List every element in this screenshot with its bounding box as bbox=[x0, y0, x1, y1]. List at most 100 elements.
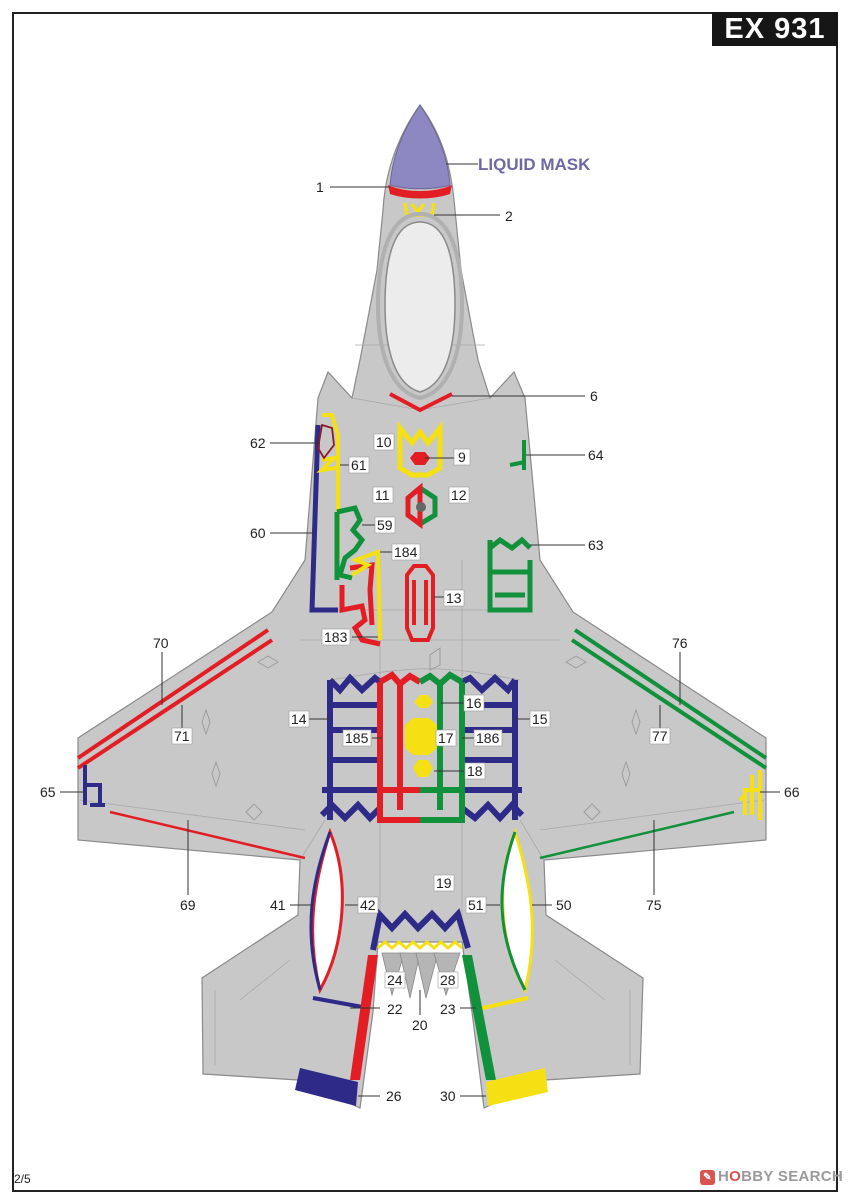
mask-28-green-strip bbox=[462, 955, 496, 1080]
mask-15-blue-right bbox=[460, 673, 525, 823]
callout-18: 18 bbox=[467, 763, 483, 779]
callout-70: 70 bbox=[153, 635, 169, 651]
mask-16-yellow-hex bbox=[414, 695, 433, 708]
callout-60: 60 bbox=[250, 525, 266, 541]
mask-184-yellow bbox=[350, 549, 382, 641]
mask-24-red-strip bbox=[350, 955, 378, 1080]
callout-2: 2 bbox=[505, 208, 513, 224]
callout-185: 185 bbox=[345, 730, 369, 746]
mask-22-blue-strip bbox=[312, 996, 369, 1010]
mask-19-blue-zigzag bbox=[370, 908, 471, 951]
mask-69-red-trailing-edge bbox=[109, 810, 306, 860]
callout-71: 71 bbox=[174, 728, 190, 744]
sensor-icon bbox=[416, 502, 426, 512]
callout-186: 186 bbox=[476, 730, 500, 746]
mask-60-blue-strip bbox=[309, 424, 338, 613]
brand-suffix: SEARCH bbox=[777, 1168, 844, 1185]
mask-26-blue-block bbox=[295, 1068, 358, 1106]
callout-76: 76 bbox=[672, 635, 688, 651]
callout-1: 1 bbox=[316, 179, 324, 195]
mask-50-right-door-edge bbox=[500, 831, 527, 991]
brand-o: O bbox=[729, 1168, 742, 1185]
mask-63-green bbox=[487, 536, 533, 613]
callout-22: 22 bbox=[387, 1001, 403, 1017]
mask-20-yellow-zigzag bbox=[377, 940, 463, 950]
exhaust-nozzle bbox=[381, 952, 461, 999]
brand-prefix: H bbox=[718, 1168, 730, 1185]
mask-186-green bbox=[418, 671, 465, 823]
callout-61: 61 bbox=[351, 457, 367, 473]
callout-64: 64 bbox=[588, 447, 604, 463]
callout-65: 65 bbox=[40, 784, 56, 800]
brand-mid: BBY bbox=[741, 1168, 774, 1185]
callout-17: 17 bbox=[438, 730, 454, 746]
callout-28: 28 bbox=[440, 972, 456, 988]
mask-76-77-green-leading-edge bbox=[570, 628, 768, 770]
callout-183: 183 bbox=[324, 629, 348, 645]
callout-14: 14 bbox=[291, 711, 307, 727]
mask-9-red-hex bbox=[410, 452, 430, 465]
mask-185-red bbox=[377, 671, 422, 823]
page-frame bbox=[12, 12, 838, 1192]
callout-51: 51 bbox=[468, 897, 484, 913]
mask-1-red-strip bbox=[388, 185, 452, 199]
mask-64-green-tick bbox=[509, 440, 526, 470]
liquid-mask-radome bbox=[389, 104, 451, 190]
callout-30: 30 bbox=[440, 1088, 456, 1104]
callout-12: 12 bbox=[451, 487, 467, 503]
canopy bbox=[384, 221, 456, 393]
callout-6: 6 bbox=[590, 388, 598, 404]
callout-15: 15 bbox=[532, 711, 548, 727]
callout-59: 59 bbox=[377, 517, 393, 533]
liquid-mask-label: LIQUID MASK bbox=[478, 155, 591, 174]
callout-26: 26 bbox=[386, 1088, 402, 1104]
mask-66-yellow-wingtip bbox=[738, 770, 762, 820]
mask-10-yellow-chevron bbox=[397, 420, 443, 478]
mask-183-red bbox=[339, 562, 381, 647]
callout-9: 9 bbox=[458, 449, 466, 465]
callout-77: 77 bbox=[652, 728, 668, 744]
callout-42: 42 bbox=[360, 897, 376, 913]
callout-24: 24 bbox=[387, 972, 403, 988]
page-number: 2/5 bbox=[14, 1172, 31, 1186]
mask-13-red-outline bbox=[405, 564, 435, 642]
callout-13: 13 bbox=[446, 590, 462, 606]
callout-11: 11 bbox=[375, 487, 390, 503]
callout-69: 69 bbox=[180, 897, 196, 913]
mask-17-yellow-hex bbox=[405, 718, 437, 755]
callout-184: 184 bbox=[394, 544, 418, 560]
mask-65-blue-wingtip bbox=[83, 765, 105, 807]
callout-10: 10 bbox=[376, 434, 392, 450]
callout-66: 66 bbox=[784, 784, 800, 800]
mask-30-yellow-block bbox=[486, 1068, 548, 1106]
product-code-tag: EX 931 bbox=[712, 12, 838, 46]
brand-logo-icon: ✎ bbox=[700, 1170, 715, 1185]
callout-63: 63 bbox=[588, 537, 604, 553]
mask-41-left-door-edge bbox=[309, 831, 332, 991]
callout-41: 41 bbox=[270, 897, 286, 913]
brand-watermark: ✎HOBBY SEARCH bbox=[700, 1168, 843, 1185]
mask-70-71-red-leading-edge bbox=[76, 628, 274, 770]
panel-diamonds bbox=[201, 647, 641, 821]
airframe-silhouette bbox=[77, 103, 767, 1109]
canopy-frame bbox=[375, 211, 465, 401]
callout-50: 50 bbox=[556, 897, 572, 913]
callout-23: 23 bbox=[440, 1001, 456, 1017]
mask-6-red-chevron bbox=[389, 392, 453, 413]
callout-75: 75 bbox=[646, 897, 662, 913]
callout-20: 20 bbox=[412, 1017, 428, 1033]
mask-14-blue-left bbox=[319, 673, 383, 823]
mask-11-red-half bbox=[405, 482, 423, 529]
mask-75-green-trailing-edge bbox=[539, 810, 735, 860]
callout-19: 19 bbox=[436, 875, 452, 891]
mask-18-yellow-hex bbox=[413, 760, 433, 777]
mask-62-dark-red-outline bbox=[317, 423, 335, 460]
callout-16: 16 bbox=[466, 695, 482, 711]
mask-23-yellow-strip bbox=[473, 996, 529, 1012]
callout-62: 62 bbox=[250, 435, 266, 451]
mask-61-yellow-strip bbox=[316, 413, 340, 560]
mask-59-green bbox=[334, 505, 366, 581]
callout-labels: 1 2 6 10 9 11 12 13 62 61 60 59 184 183 … bbox=[40, 179, 800, 1104]
